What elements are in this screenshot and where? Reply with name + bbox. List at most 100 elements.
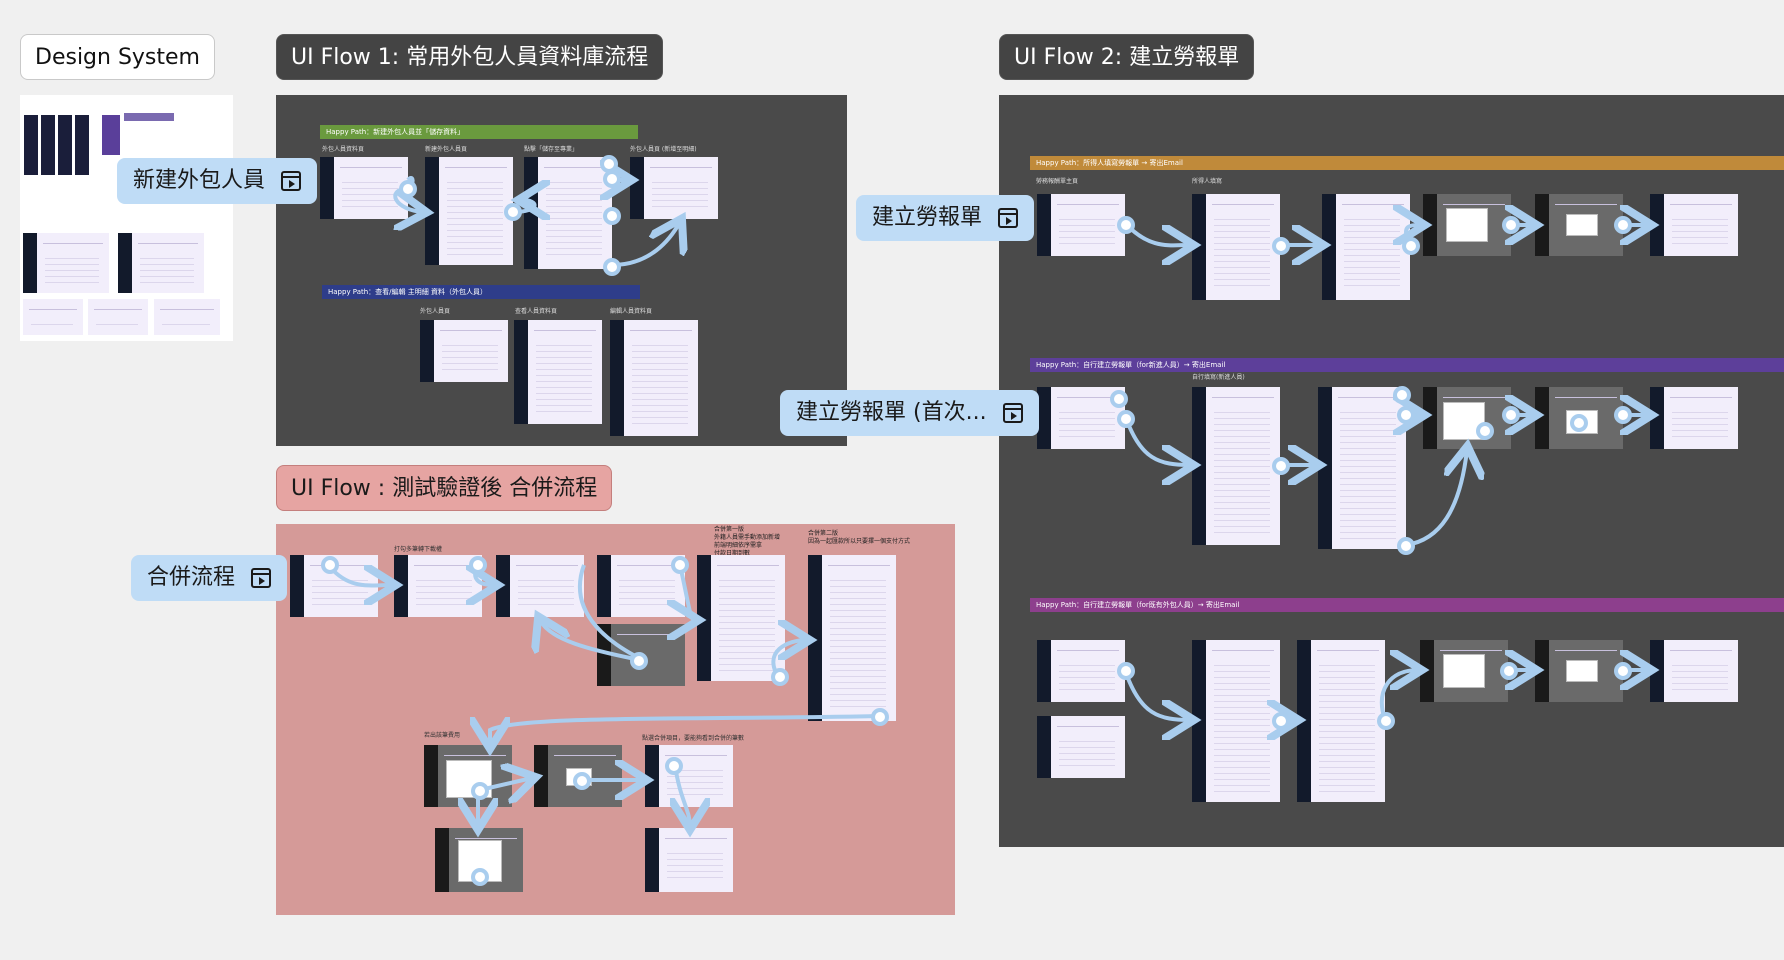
flow2-screen[interactable] — [1037, 640, 1125, 702]
connector-node[interactable] — [1502, 406, 1520, 424]
flow1-screen-label: 編輯人員資料頁 — [610, 308, 653, 315]
connector-node[interactable] — [321, 556, 339, 574]
ds-screen — [88, 299, 148, 335]
flow3-screen[interactable] — [697, 555, 785, 681]
connector-node[interactable] — [1402, 237, 1420, 255]
flow3-screen[interactable] — [496, 555, 584, 617]
flow1-happy-path-1: Happy Path：新建外包人員並「儲存資料」 — [320, 125, 638, 139]
flow2-screen[interactable] — [1650, 194, 1738, 256]
flow2-modal — [1566, 660, 1598, 682]
flow3-note: 合併第一版 外籍人員需手動添加新增 前端明細依序需拿 付款日期到數 — [714, 526, 781, 557]
flow-label-text: 新建外包人員 — [133, 168, 266, 193]
flow-label-text: 合併流程 — [147, 565, 236, 590]
flow2-screen[interactable] — [1322, 194, 1410, 300]
flow3-screen[interactable] — [808, 555, 896, 721]
connector-node[interactable] — [1272, 457, 1290, 475]
flow1-screen-label: 查看人員資料頁 — [515, 308, 558, 315]
ds-screen — [154, 299, 220, 335]
flow-label-text: 建立勞報單 — [872, 205, 983, 230]
flow1-screen[interactable] — [610, 320, 698, 436]
flow2-screen[interactable] — [1297, 640, 1385, 802]
flow2-happy-path-3: Happy Path：自行建立勞報單（for既有外包人員）→ 寄出Email — [1030, 598, 1784, 612]
flow1-screen[interactable] — [630, 157, 718, 219]
connector-node[interactable] — [630, 652, 648, 670]
flow3-label: 打勾多筆轉下載權 — [394, 546, 443, 553]
flow-label-create-report-first[interactable]: 建立勞報單 (首次... — [780, 390, 1039, 436]
design-system-board[interactable] — [20, 95, 233, 341]
flow3-screen[interactable] — [645, 745, 733, 807]
connector-node[interactable] — [1500, 662, 1518, 680]
flow2-screen[interactable] — [1037, 194, 1125, 256]
connector-node[interactable] — [603, 207, 621, 225]
connector-node[interactable] — [471, 782, 489, 800]
connector-node[interactable] — [665, 757, 683, 775]
connector-node[interactable] — [1110, 390, 1128, 408]
flow3-label: 若出該筆費用 — [424, 732, 461, 739]
flow2-screen[interactable] — [1192, 387, 1280, 545]
connector-node[interactable] — [1377, 712, 1395, 730]
connector-node[interactable] — [1397, 537, 1415, 555]
connector-node[interactable] — [1117, 662, 1135, 680]
connector-node[interactable] — [1476, 422, 1494, 440]
connector-node[interactable] — [603, 170, 621, 188]
connector-node[interactable] — [1614, 406, 1632, 424]
flow1-screen[interactable] — [425, 157, 513, 265]
connector-node[interactable] — [1272, 712, 1290, 730]
connector-node[interactable] — [603, 258, 621, 276]
ds-screen — [118, 233, 204, 293]
ds-swatch — [102, 115, 120, 155]
flow1-screen[interactable] — [514, 320, 602, 424]
flow2-screen[interactable] — [1192, 194, 1280, 300]
play-icon[interactable] — [251, 568, 272, 588]
ds-screen — [23, 299, 83, 335]
flow1-screen[interactable] — [320, 157, 408, 219]
flow1-title[interactable]: UI Flow 1: 常用外包人員資料庫流程 — [276, 34, 664, 80]
connector-node[interactable] — [399, 180, 417, 198]
flow2-happy-path-2: Happy Path：自行建立勞報單（for新進人員）→ 寄出Email — [1030, 358, 1784, 372]
flow1-screen-label: 外包人員頁 (新增至明細) — [630, 146, 697, 153]
flow3-screen[interactable] — [645, 828, 733, 892]
flow2-screen[interactable] — [1650, 387, 1738, 449]
connector-node[interactable] — [671, 556, 689, 574]
play-icon[interactable] — [1002, 403, 1023, 423]
flow2-screen[interactable] — [1318, 387, 1406, 549]
flow-label-create-report[interactable]: 建立勞報單 — [856, 195, 1035, 241]
connector-node[interactable] — [1397, 406, 1415, 424]
connector-node[interactable] — [1272, 237, 1290, 255]
flow2-screen[interactable] — [1650, 640, 1738, 702]
connector-node[interactable] — [1614, 662, 1632, 680]
flow2-screen[interactable] — [1037, 716, 1125, 778]
flow-label-new-contractor[interactable]: 新建外包人員 — [117, 158, 318, 204]
flow2-title[interactable]: UI Flow 2: 建立勞報單 — [999, 34, 1255, 80]
connector-node[interactable] — [1393, 386, 1411, 404]
connector-node[interactable] — [504, 203, 522, 221]
ds-swatch — [75, 115, 89, 175]
connector-node[interactable] — [871, 708, 889, 726]
connector-node[interactable] — [469, 556, 487, 574]
ds-swatch — [41, 115, 55, 175]
design-system-title[interactable]: Design System — [20, 34, 215, 80]
flow-label-merge[interactable]: 合併流程 — [131, 555, 288, 601]
flow3-label: 點選合併項目，要能夠看到合併的筆數 — [642, 735, 745, 742]
flow2-screen[interactable] — [1192, 640, 1280, 802]
connector-node[interactable] — [573, 772, 591, 790]
connector-node[interactable] — [1502, 216, 1520, 234]
connector-node[interactable] — [771, 668, 789, 686]
connector-node[interactable] — [1117, 216, 1135, 234]
ds-swatch — [24, 115, 38, 175]
play-icon[interactable] — [281, 171, 302, 191]
connector-node[interactable] — [1570, 414, 1588, 432]
flow-label-text: 建立勞報單 (首次... — [796, 400, 987, 425]
connector-node[interactable] — [471, 868, 489, 886]
flow1-screen[interactable] — [524, 157, 612, 269]
connector-node[interactable] — [1117, 410, 1135, 428]
connector-node[interactable] — [1614, 216, 1632, 234]
flow1-screen[interactable] — [420, 320, 508, 382]
ds-screen — [23, 233, 109, 293]
play-icon[interactable] — [998, 208, 1019, 228]
flow1-screen-label: 外包人員資料頁 — [322, 146, 365, 153]
flow2-screen-label: 自行填寫(新進人員) — [1192, 374, 1245, 381]
flow3-title[interactable]: UI Flow : 測試驗證後 合併流程 — [276, 465, 613, 511]
ds-swatch — [124, 113, 174, 121]
flow3-note: 合併第二版 因為一起匯款所以只要擇一個支付方式 — [808, 530, 911, 545]
